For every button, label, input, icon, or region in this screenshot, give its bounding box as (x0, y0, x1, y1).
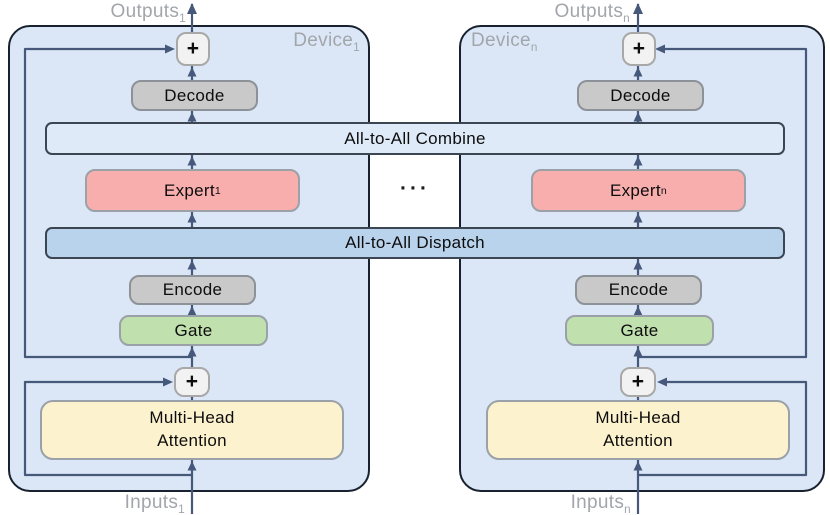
residual-add-mid-device-1: + (174, 367, 210, 397)
inputs-n-label: Inputsn (570, 492, 631, 515)
all-to-all-dispatch-bar: All-to-All Dispatch (45, 227, 785, 259)
decode-box-device-n: Decode (577, 80, 704, 111)
device-n-label: Devicen (471, 30, 538, 54)
residual-add-top-device-n: + (622, 32, 656, 66)
outputs-n-label: Outputsn (554, 1, 630, 25)
inputs-1-label: Inputs1 (124, 492, 185, 515)
encode-box-device-1: Encode (129, 275, 256, 305)
outputs-1-label: Outputs1 (110, 1, 186, 25)
multi-head-attention-box-device-1: Multi-Head Attention (40, 400, 344, 460)
encode-box-device-n: Encode (575, 275, 702, 305)
residual-add-mid-device-n: + (620, 367, 656, 397)
gate-box-device-1: Gate (119, 315, 268, 346)
multi-head-attention-box-device-n: Multi-Head Attention (486, 400, 790, 460)
ellipsis: ··· (400, 177, 430, 200)
residual-add-top-device-1: + (176, 32, 210, 66)
combine-bar-label: All-to-All Combine (344, 128, 486, 148)
decode-box-device-1: Decode (131, 80, 258, 111)
device-1-label: Device1 (293, 30, 360, 54)
all-to-all-combine-bar: All-to-All Combine (45, 122, 785, 155)
dispatch-bar-label: All-to-All Dispatch (345, 233, 485, 252)
gate-box-device-n: Gate (565, 315, 714, 346)
